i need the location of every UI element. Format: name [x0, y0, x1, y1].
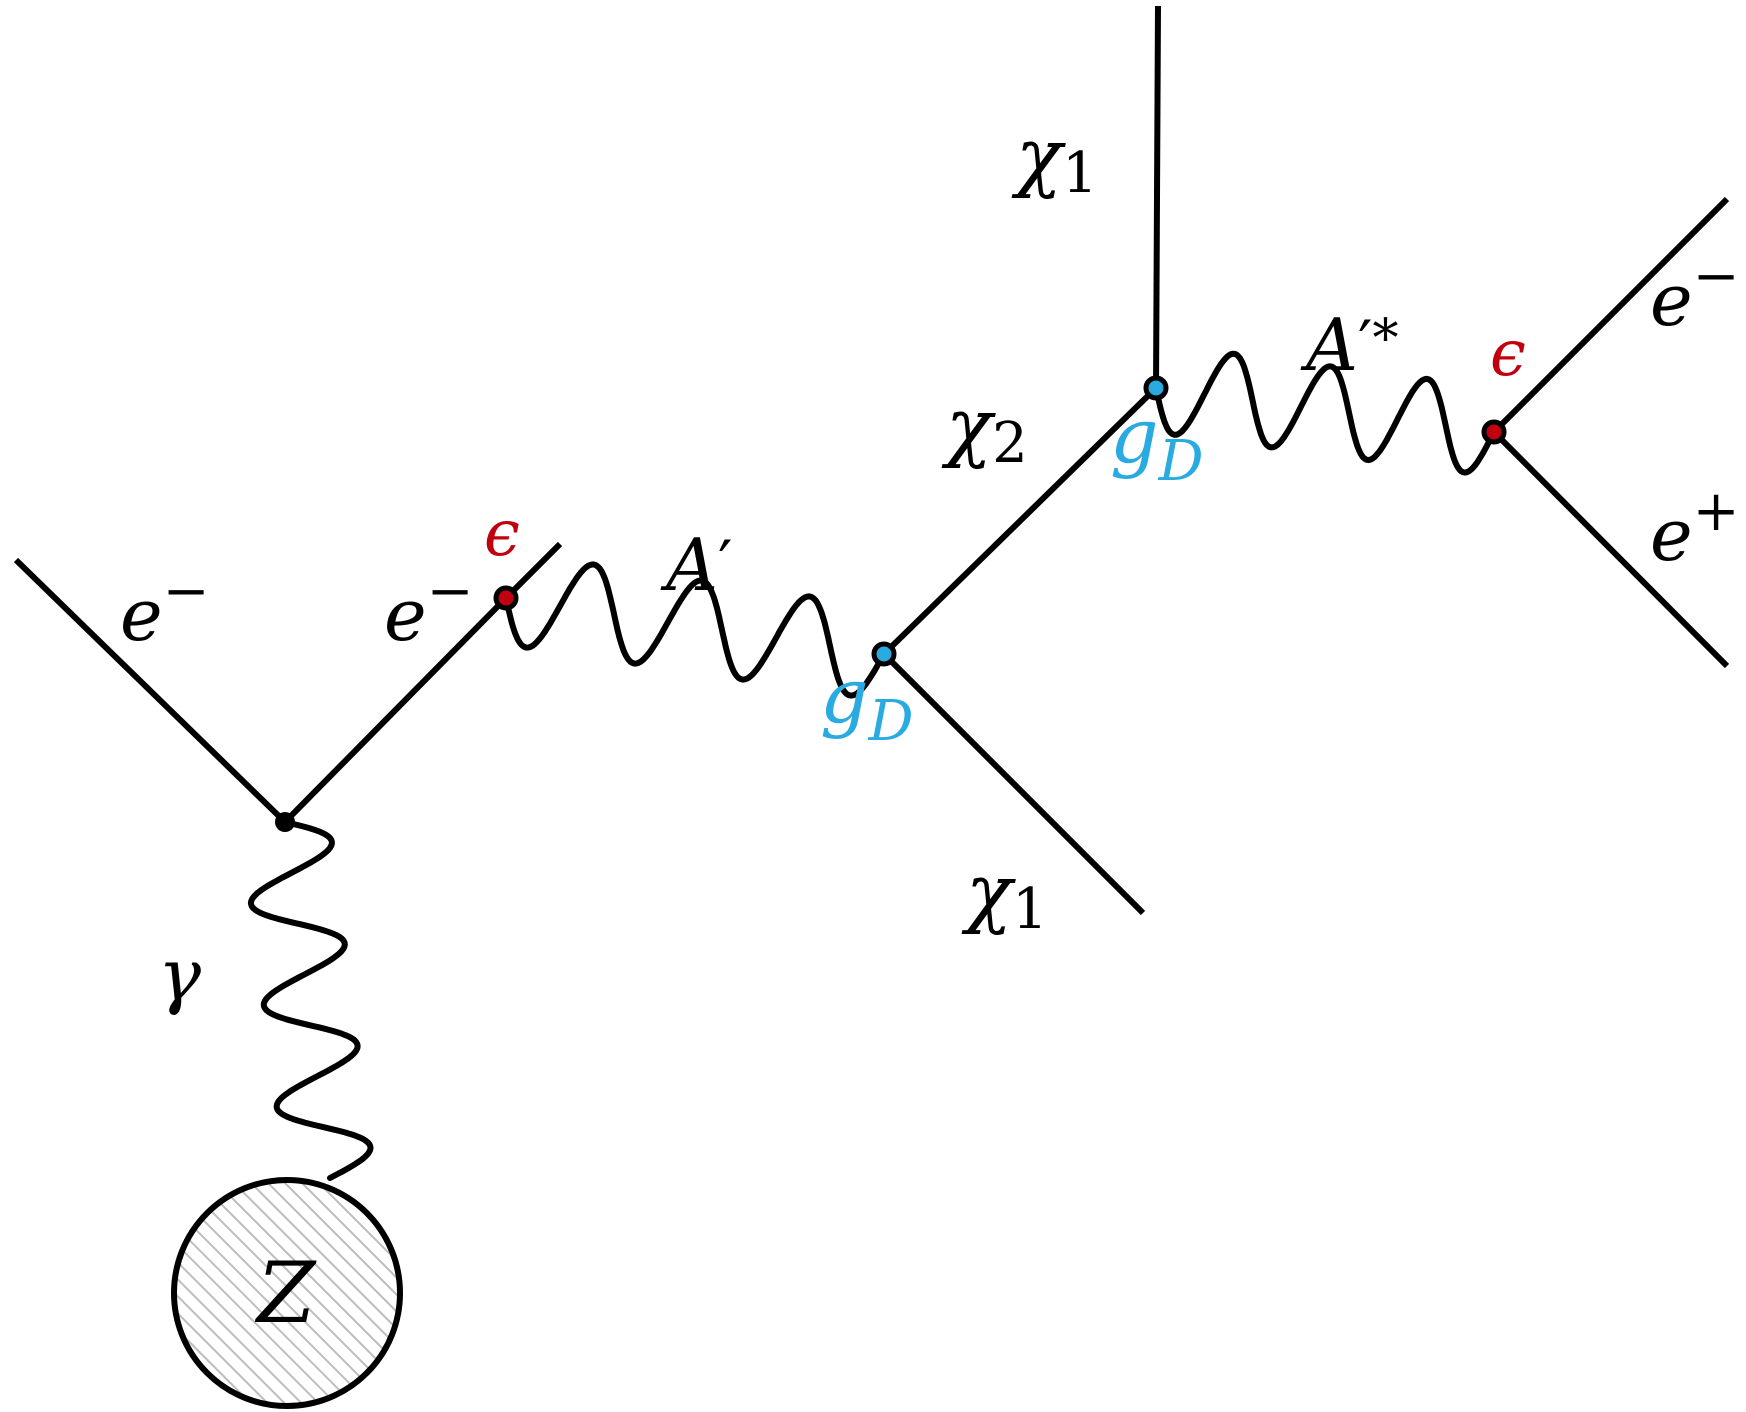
- chi2-line: [881, 385, 1159, 657]
- label-e-out-minus: e−: [1650, 244, 1740, 342]
- label-dark-photon: A′: [660, 523, 733, 607]
- epsilon-vertex-1: [493, 585, 519, 611]
- label-chi1-top: χ1: [1011, 111, 1098, 206]
- epsilon-vertex-2: [1481, 419, 1507, 445]
- photon-vertex: [275, 812, 295, 832]
- label-gD-2: gD: [1110, 391, 1204, 494]
- label-e-out-plus: e+: [1650, 479, 1740, 577]
- gD-vertex-2: [1143, 375, 1169, 401]
- chi1-top-line: [1153, 5, 1161, 389]
- photon-propagator: [247, 819, 374, 1181]
- label-dark-photon-star: A′*: [1300, 303, 1399, 387]
- outgoing-positron-line: [1491, 429, 1730, 669]
- dark-photon-propagator: [503, 561, 887, 699]
- offshell-dark-photon-propagator: [1153, 350, 1497, 476]
- nucleus-blob: [171, 1177, 403, 1409]
- label-photon: γ: [158, 933, 202, 1017]
- incoming-electron-line: [13, 557, 288, 825]
- label-chi1-bottom: χ1: [961, 847, 1048, 942]
- outgoing-electron-line: [1491, 196, 1730, 435]
- label-gD-1: gD: [820, 651, 914, 754]
- label-epsilon-2: ϵ: [1490, 317, 1526, 391]
- electron-after-emission-line: [503, 541, 563, 601]
- label-e-mid: e−: [384, 559, 474, 657]
- label-epsilon-1: ϵ: [484, 497, 520, 571]
- chi1-bottom-line: [881, 651, 1146, 916]
- intermediate-electron-line: [282, 595, 509, 825]
- label-e-in: e−: [120, 559, 210, 657]
- gD-vertex-1: [871, 641, 897, 667]
- label-nucleus: Z: [254, 1244, 317, 1342]
- label-chi2: χ2: [941, 381, 1028, 476]
